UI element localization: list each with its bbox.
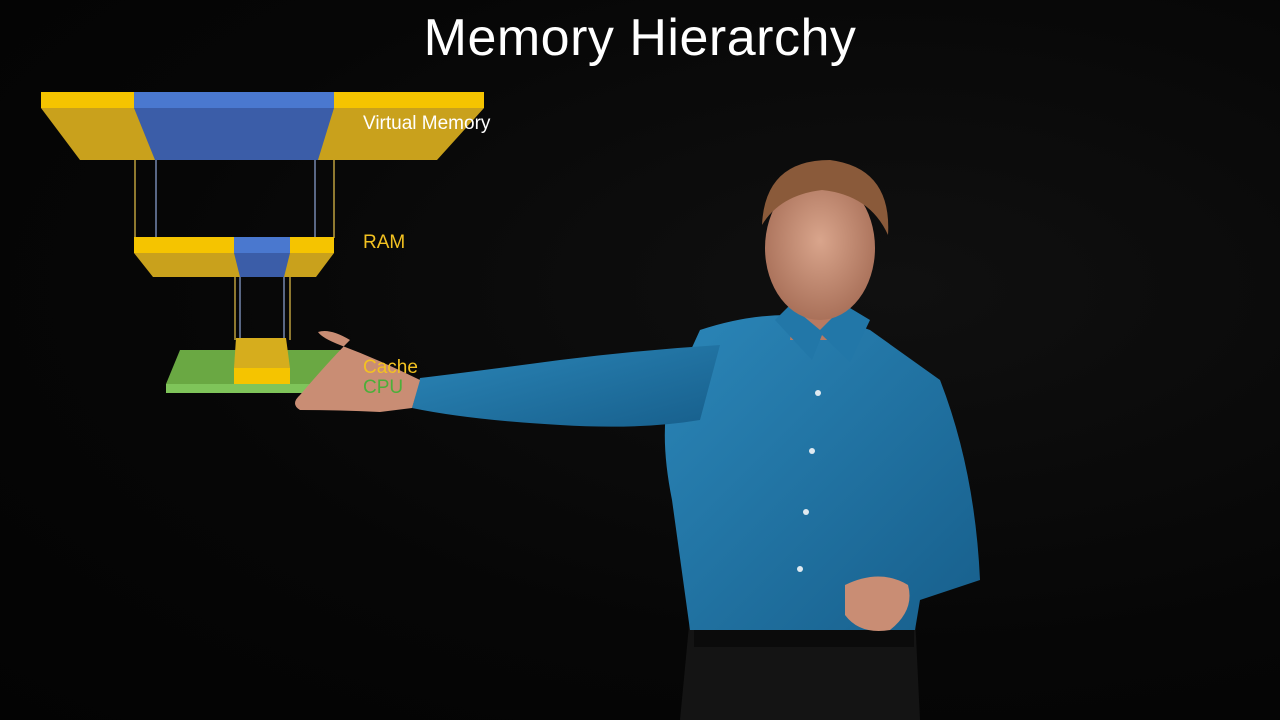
label-cpu: CPU: [363, 377, 404, 398]
ram-active-side: [234, 253, 290, 277]
shirt-button: [797, 566, 803, 572]
slide-title: Memory Hierarchy: [423, 9, 857, 67]
cpu-plate-edge: [166, 384, 358, 393]
cpu-cache-level: [166, 338, 358, 393]
presenter-collar: [775, 305, 870, 362]
presenter-hand: [295, 331, 420, 412]
virtual-memory-level: [41, 92, 484, 160]
shirt-button: [803, 509, 809, 515]
vm-active-side: [134, 108, 334, 160]
cache-block-side: [234, 338, 290, 368]
label-virtual-memory: Virtual Memory: [363, 113, 491, 134]
presenter-hair: [762, 160, 889, 235]
presenter-head: [765, 176, 875, 320]
ram-active-top: [234, 237, 290, 253]
presenter-lower-hand: [845, 576, 910, 631]
cache-block-front: [234, 368, 290, 384]
shirt-button: [809, 448, 815, 454]
ram-level: [134, 237, 334, 277]
presenter-shirt: [664, 315, 980, 630]
vm-active-top: [134, 92, 334, 108]
label-cache: Cache: [363, 357, 418, 378]
label-ram: RAM: [363, 232, 406, 253]
presenter-arm: [412, 345, 720, 427]
shirt-button: [815, 390, 821, 396]
presenter-shirt-buttons: [797, 390, 821, 572]
presenter-belt: [694, 625, 914, 647]
